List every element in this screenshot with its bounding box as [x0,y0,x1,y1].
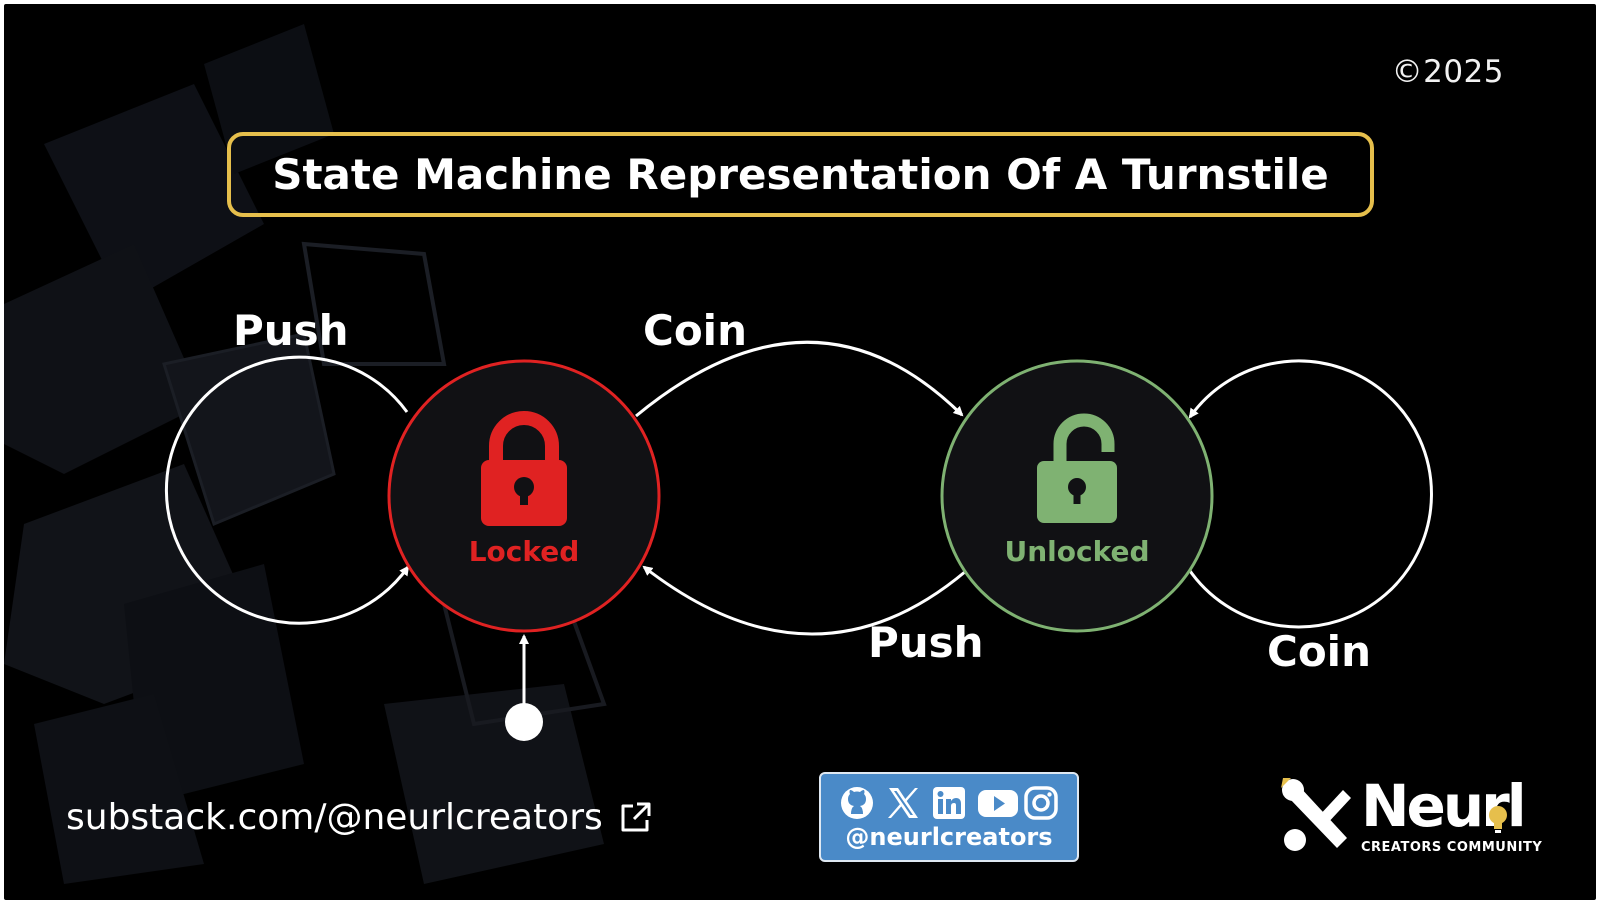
transition-label-push: Push [868,618,984,667]
transition-label-push-loop: Push [233,306,349,355]
brand-logo: Neurl CREATORS COMMUNITY [1279,772,1549,860]
locked-padlock-icon [481,411,567,526]
x-icon[interactable] [884,784,922,822]
transition-unlocked-to-locked-push [642,565,967,636]
title-box: State Machine Representation Of A Turnst… [227,132,1374,217]
diagram-title: State Machine Representation Of A Turnst… [272,150,1329,199]
unlocked-padlock-icon [1037,413,1117,523]
linkedin-icon[interactable] [930,784,968,822]
instagram-icon[interactable] [1022,784,1060,822]
social-handle[interactable]: @neurlcreators [845,823,1053,851]
state-label-locked: Locked [468,535,580,568]
youtube-icon[interactable] [976,784,1018,822]
state-label-unlocked: Unlocked [1004,535,1150,568]
background-shapes [4,24,607,884]
external-link-icon [621,802,651,831]
transition-label-coin-loop: Coin [1267,627,1371,676]
transition-locked-to-unlocked-coin [635,340,964,418]
transition-unlocked-coin-loop [1186,359,1433,629]
copyright: ©2025 [1391,54,1504,90]
transition-label-coin: Coin [643,306,747,355]
lightbulb-icon [1489,806,1507,833]
initial-state-dot [505,703,543,741]
neurl-logo-mark-icon [1281,778,1351,851]
social-badge[interactable]: @neurlcreators [819,772,1079,862]
github-icon[interactable] [838,784,876,822]
substack-url[interactable]: substack.com/@neurlcreators [66,797,603,838]
state-diagram [164,340,1433,741]
brand-subtitle: CREATORS COMMUNITY [1361,840,1543,855]
transition-locked-push-loop [164,355,410,625]
substack-link[interactable]: substack.com/@neurlcreators [66,797,653,838]
slide: ©2025 State Machine Representation Of A … [4,4,1596,900]
